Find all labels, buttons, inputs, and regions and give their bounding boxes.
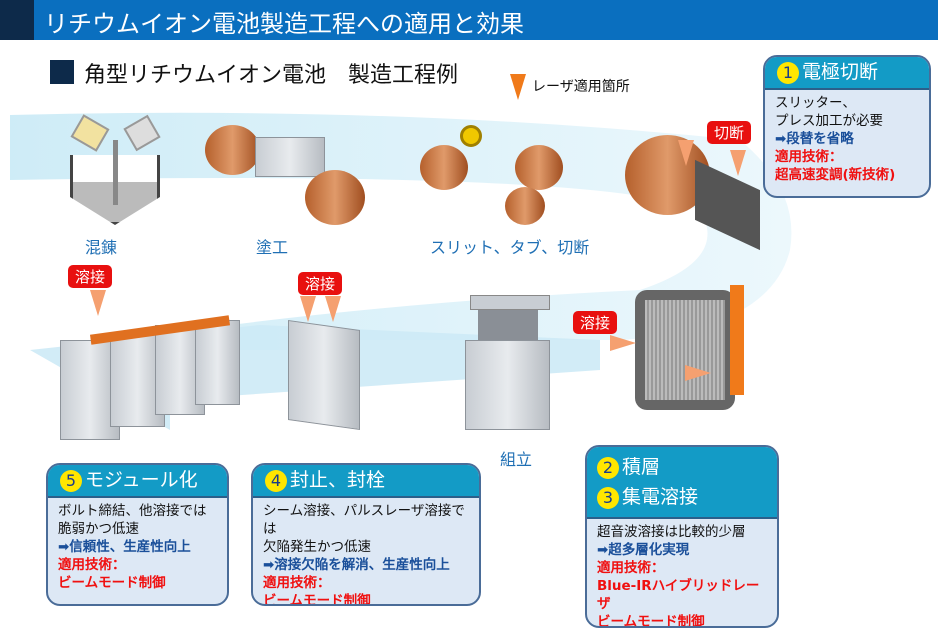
laser-marker-icon	[610, 335, 636, 351]
laser-marker-icon	[90, 290, 106, 316]
title-accent	[0, 0, 34, 40]
box-effect: ➡信頼性、生産性向上	[58, 539, 191, 555]
box-tech-label: 適用技術：	[597, 560, 665, 576]
module-illustration	[60, 315, 240, 440]
box-text: シーム溶接、パルスレーザ溶接では	[263, 503, 465, 537]
box-text: 欠陥発生かつ低速	[263, 539, 371, 555]
box-tech: Blue-IRハイブリッドレーザ	[597, 578, 760, 612]
sealed-cell-illustration	[288, 319, 360, 431]
stacking-illustration	[635, 285, 755, 415]
step-number-badge: 3	[597, 487, 619, 509]
cutting-illustration	[625, 125, 765, 251]
step-label-mixing: 混錬	[85, 238, 118, 257]
box-tech: ビームモード制御	[58, 575, 166, 591]
box-tech-label: 適用技術：	[775, 149, 843, 165]
step-number-badge: 4	[265, 470, 287, 492]
step-label-slitting: スリット、タブ、切断	[430, 238, 590, 257]
box-title: 集電溶接	[622, 486, 699, 508]
box-title: 電極切断	[802, 61, 879, 83]
step-number-badge: 5	[60, 470, 82, 492]
title-bar: リチウムイオン電池製造工程への適用と効果	[0, 0, 938, 40]
box-tech: ビームモード制御	[263, 593, 371, 606]
legend-label: レーザ適用箇所	[532, 79, 630, 95]
box-text: スリッター、	[775, 95, 856, 111]
step-label-coating: 塗工	[256, 238, 289, 257]
box-title: モジュール化	[85, 469, 198, 491]
mixing-illustration	[70, 114, 161, 225]
box-effect: ➡超多層化実現	[597, 542, 690, 558]
laser-marker-icon	[325, 296, 341, 322]
box-effect: ➡段替を省略	[775, 131, 854, 147]
coating-illustration	[205, 125, 375, 225]
slitting-illustration	[420, 125, 570, 225]
laser-marker-icon	[685, 365, 711, 381]
section-title: 角型リチウムイオン電池 製造工程例	[84, 63, 459, 88]
box-text: ボルト締結、他溶接では	[58, 503, 207, 519]
box-tech: ビームモード制御	[597, 614, 705, 628]
step-number-badge: 2	[597, 457, 619, 479]
step-label-assembly: 組立	[500, 450, 533, 469]
cut-tag: 切断	[707, 121, 752, 144]
box-text: プレス加工が必要	[775, 113, 883, 129]
box-title: 封止、封栓	[290, 469, 386, 491]
box-tech-label: 適用技術：	[58, 557, 126, 573]
box-tech-label: 適用技術：	[263, 575, 331, 591]
box-tech: 超高速変調(新技術)	[775, 167, 896, 183]
weld-tag-stacking: 溶接	[573, 311, 618, 334]
laser-marker-icon	[730, 150, 746, 176]
weld-tag-sealing: 溶接	[298, 272, 343, 295]
section-bullet	[50, 60, 74, 84]
box-title: 積層	[622, 456, 661, 478]
box-text: 超音波溶接は比較的少層	[597, 524, 746, 540]
laser-marker-icon	[300, 296, 316, 322]
page-title: リチウムイオン電池製造工程への適用と効果	[44, 10, 524, 38]
laser-marker-icon	[510, 74, 526, 100]
box-effect: ➡溶接欠陥を解消、生産性向上	[263, 557, 450, 573]
step-number-badge: 1	[777, 62, 799, 84]
box-text: 脆弱かつ低速	[58, 521, 139, 537]
weld-tag-module: 溶接	[68, 265, 113, 288]
assembly-illustration	[460, 295, 555, 435]
laser-marker-icon	[678, 140, 694, 166]
